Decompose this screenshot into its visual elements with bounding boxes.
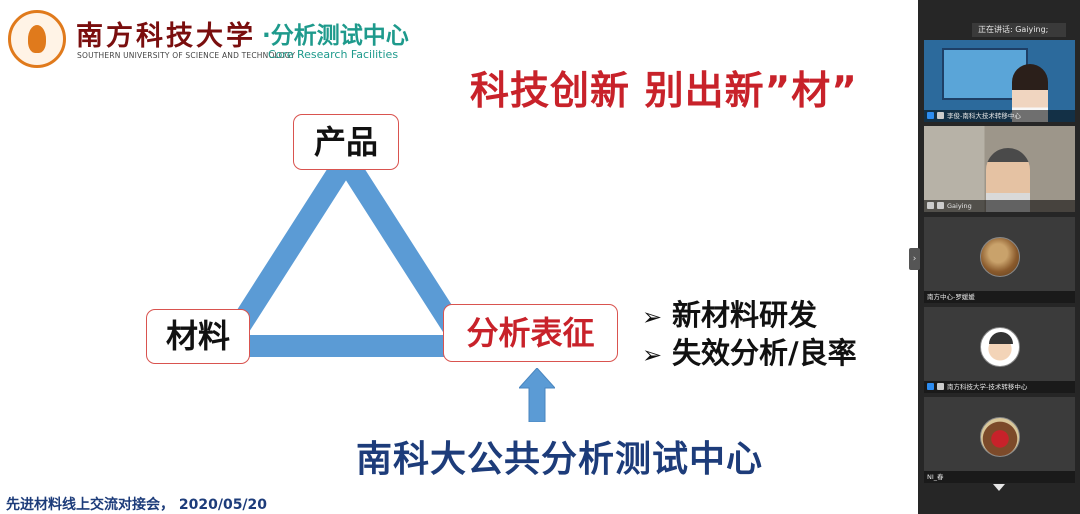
diagram-node-material: 材料 xyxy=(146,309,250,364)
slide-slogan: 科技创新 别出新”材” xyxy=(470,69,858,114)
bullet-list: ➢ 新材料研发 ➢ 失效分析/良率 xyxy=(642,296,857,372)
arrow-bullet-icon: ➢ xyxy=(642,303,663,331)
participant-tile[interactable]: Gaiying xyxy=(924,126,1075,212)
participant-name: NI_春 xyxy=(927,473,944,481)
arrow-bullet-icon: ➢ xyxy=(642,341,663,369)
user-icon xyxy=(927,112,934,119)
participant-name-bar: 南方科技大学-技术转移中心 xyxy=(924,381,1075,393)
bullet-item: ➢ 失效分析/良率 xyxy=(642,334,857,372)
user-icon xyxy=(927,383,934,390)
avatar xyxy=(980,237,1020,277)
bullet-text: 失效分析/良率 xyxy=(672,336,857,370)
participant-name: 南方科技大学-技术转移中心 xyxy=(947,383,1028,391)
chevron-down-icon[interactable] xyxy=(993,484,1005,491)
slide-footer: 先进材料线上交流对接会， 2020/05/20 xyxy=(6,497,268,513)
university-name-en: SOUTHERN UNIVERSITY OF SCIENCE AND TECHN… xyxy=(77,51,296,60)
participant-name: Gaiying xyxy=(947,202,972,210)
triangle-diagram xyxy=(206,139,486,357)
up-arrow-icon xyxy=(519,368,555,422)
bullet-item: ➢ 新材料研发 xyxy=(642,296,857,334)
participant-tile[interactable]: 南方中心-罗媛媛 xyxy=(924,217,1075,303)
microphone-icon xyxy=(937,202,944,209)
participant-name-bar: Gaiying xyxy=(924,200,1075,212)
microphone-icon xyxy=(937,383,944,390)
shared-slide: 南方科技大学 SOUTHERN UNIVERSITY OF SCIENCE AN… xyxy=(0,0,918,514)
participant-name-bar: 李俊-南科大技术转移中心 xyxy=(924,110,1075,122)
participant-tile[interactable]: 李俊-南科大技术转移中心 xyxy=(924,40,1075,122)
camera-icon xyxy=(927,202,934,209)
diagram-node-analysis: 分析表征 xyxy=(443,304,618,362)
diagram-node-product: 产品 xyxy=(293,114,399,170)
university-logo-icon xyxy=(8,10,66,68)
collapse-arrow-icon[interactable]: › xyxy=(909,248,920,270)
participant-name-bar: 南方中心-罗媛媛 xyxy=(924,291,1075,303)
center-full-name: 南科大公共分析测试中心 xyxy=(356,439,764,480)
participant-tile[interactable]: NI_春 xyxy=(924,397,1075,483)
participant-name: 南方中心-罗媛媛 xyxy=(927,293,975,301)
participant-tile[interactable]: 南方科技大学-技术转移中心 xyxy=(924,307,1075,393)
participant-name: 李俊-南科大技术转移中心 xyxy=(947,112,1021,120)
center-name: ·分析测试中心 xyxy=(262,23,409,49)
participant-name-bar: NI_春 xyxy=(924,471,1075,483)
center-name-en: Core Research Facilities xyxy=(268,48,399,61)
avatar xyxy=(980,417,1020,457)
bullet-text: 新材料研发 xyxy=(672,298,818,332)
microphone-icon xyxy=(937,112,944,119)
active-speaker-label: 正在讲话: Gaiying; xyxy=(972,23,1066,37)
avatar xyxy=(980,327,1020,367)
university-name: 南方科技大学 xyxy=(76,21,256,52)
triangle-shape xyxy=(206,139,486,357)
